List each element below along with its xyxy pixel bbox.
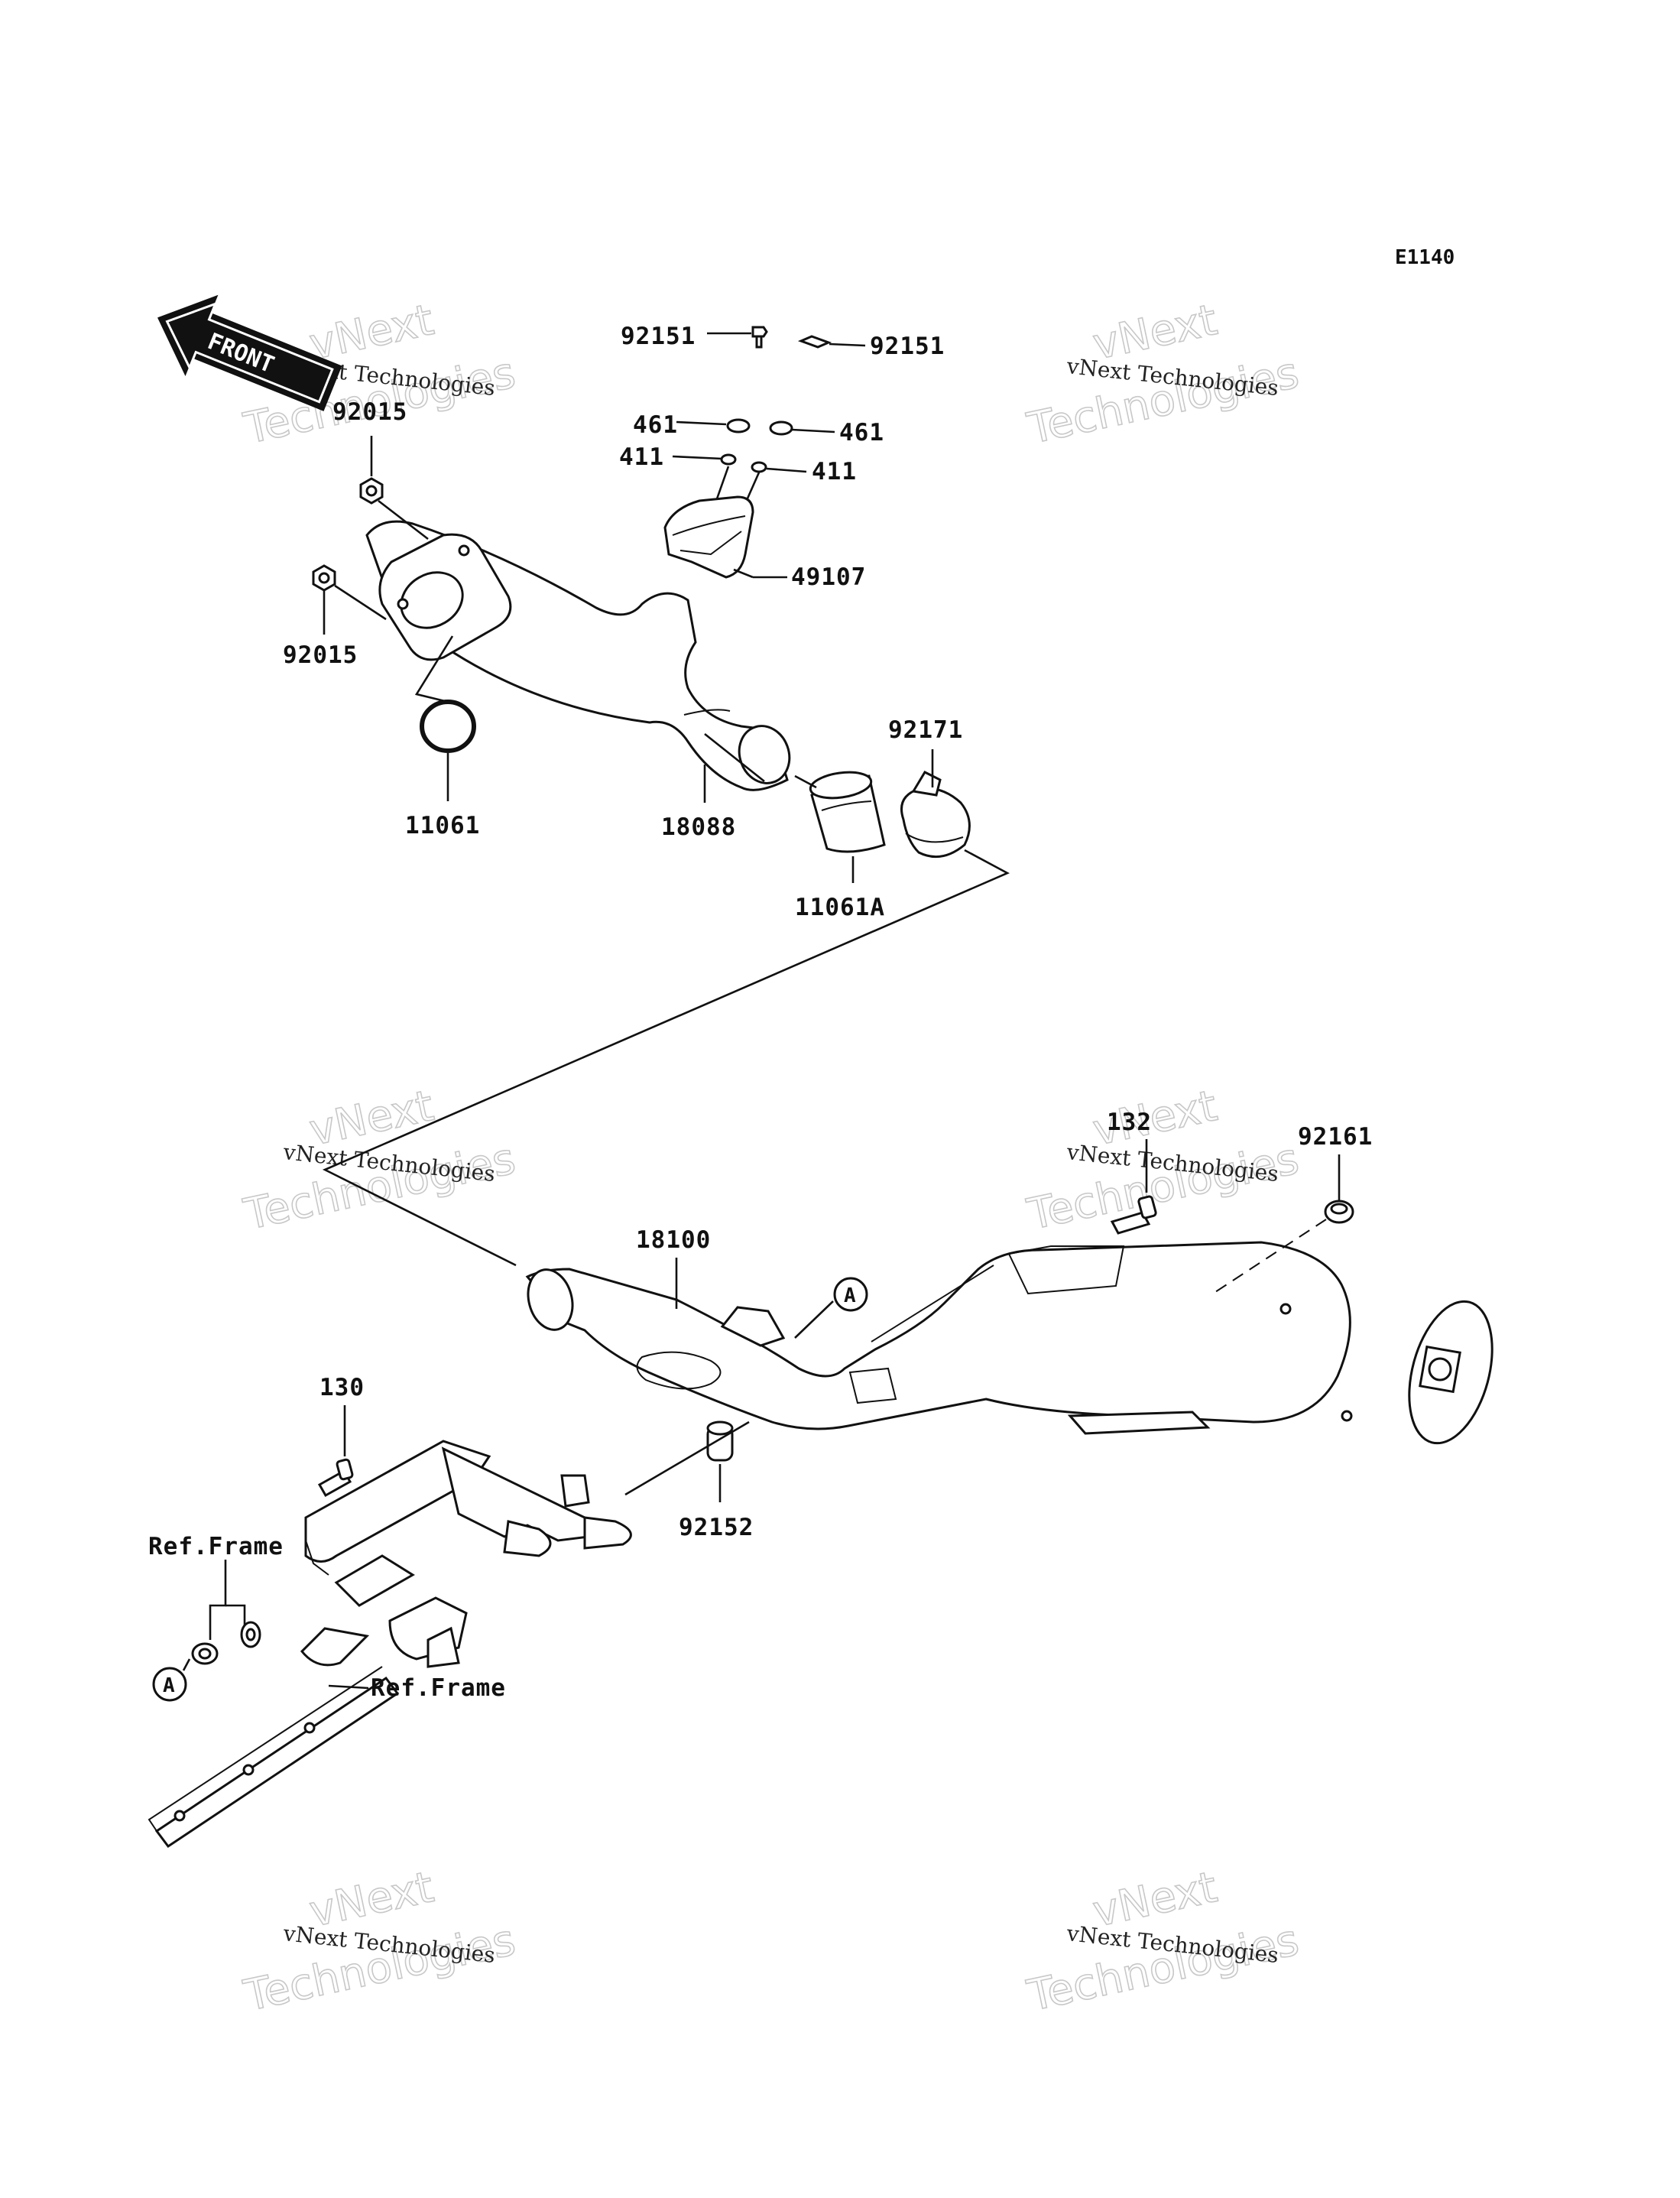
part-label-92171: 92171 [888,716,963,744]
bolt-92151-right [797,335,866,349]
washer-461-left [726,418,751,433]
part-label-11061: 11061 [405,812,480,839]
heat-guard-49107 [663,495,754,579]
watermark-bottom-left: vNext Technologies vNext Technologies [239,1862,521,2021]
front-direction-arrow: FRONT [157,294,342,411]
svg-text:A: A [844,1284,856,1307]
part-label-461: 461 [633,411,678,439]
marker-a-right: A [794,1277,868,1339]
part-label-92151: 92151 [621,323,696,350]
nut-92015-top [359,477,384,505]
watermark-mid-right: vNext Technologies vNext Technologies [1023,1080,1304,1240]
part-label-130: 130 [319,1374,365,1401]
assembly-leader-line [322,849,1010,1267]
part-label-411: 411 [812,458,857,485]
bolt-132 [1110,1195,1157,1235]
washer-pair [191,1621,261,1665]
part-label-11061A: 11061A [795,894,885,921]
part-label-92015: 92015 [332,398,407,426]
gasket-11061 [420,700,476,753]
part-label-92015: 92015 [283,641,358,669]
part-label-92161: 92161 [1298,1123,1373,1151]
clamp-92171 [900,771,971,859]
washer-411-left [720,453,737,466]
part-label-92151: 92151 [870,333,945,360]
rear-frame [148,1440,632,1849]
nut-92161 [1324,1200,1354,1224]
bolt-130 [317,1458,354,1498]
nut-92015-left [312,564,336,592]
sleeve-11061A [809,771,886,853]
ref-frame-label: Ref.Frame [371,1674,506,1702]
washer-461-right [769,420,793,436]
part-label-461: 461 [839,419,884,446]
part-label-411: 411 [619,443,664,471]
diagram-code: E1140 [1395,246,1455,269]
part-label-18088: 18088 [661,813,736,841]
part-label-92152: 92152 [679,1514,754,1541]
watermark-top-right: vNext Technologies vNext Technologies [1023,294,1304,454]
svg-text:A: A [163,1674,175,1697]
collar-92152 [706,1420,734,1462]
part-label-18100: 18100 [636,1226,711,1254]
marker-a-left: A [152,1667,187,1702]
part-label-49107: 49107 [791,563,866,591]
header-flange [378,533,512,661]
washer-411-right [751,461,767,473]
watermark-bottom-right: vNext Technologies vNext Technologies [1023,1862,1304,2021]
muffler-18100 [525,1241,1494,1445]
part-label-132: 132 [1107,1109,1152,1136]
watermark-mid-left: vNext Technologies vNext Technologies [239,1080,521,1240]
bolt-92151-left [707,326,768,349]
ref-frame-label: Ref.Frame [148,1533,284,1560]
